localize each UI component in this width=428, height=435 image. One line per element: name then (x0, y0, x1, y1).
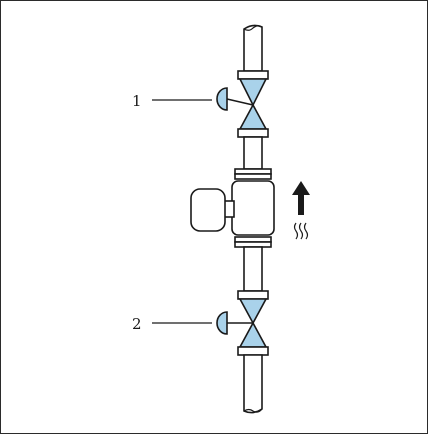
lower-valve-flange-top (237, 290, 269, 300)
pipe-top-segment (243, 24, 263, 72)
upper-valve-flange-bottom (237, 128, 269, 138)
flow-wave-icon (293, 222, 309, 240)
meter-body (231, 180, 275, 236)
callout-1-label: 1 (132, 92, 142, 110)
lower-valve-flange-bottom (237, 346, 269, 356)
upper-valve-flange-top (237, 70, 269, 80)
flowmeter (190, 168, 275, 248)
upper-valve-stem (226, 98, 254, 106)
upper-valve-body-bottom (238, 103, 268, 130)
pipe-bottom-segment (243, 354, 263, 414)
lower-valve-body-top (238, 298, 268, 325)
callout-2-label: 2 (132, 315, 142, 333)
meter-flange-top-inner (234, 173, 272, 180)
meter-transmitter-head (190, 188, 226, 232)
lower-valve (216, 290, 269, 356)
lower-valve-actuator (216, 311, 228, 335)
upper-valve-body-top (238, 78, 268, 107)
upper-valve (216, 70, 269, 138)
flow-direction-arrow-icon (292, 181, 310, 215)
upper-valve-actuator (216, 87, 228, 111)
pipe-upper-middle (243, 136, 263, 170)
pipe-lower-middle (243, 246, 263, 292)
lower-valve-body-bottom (238, 321, 268, 348)
